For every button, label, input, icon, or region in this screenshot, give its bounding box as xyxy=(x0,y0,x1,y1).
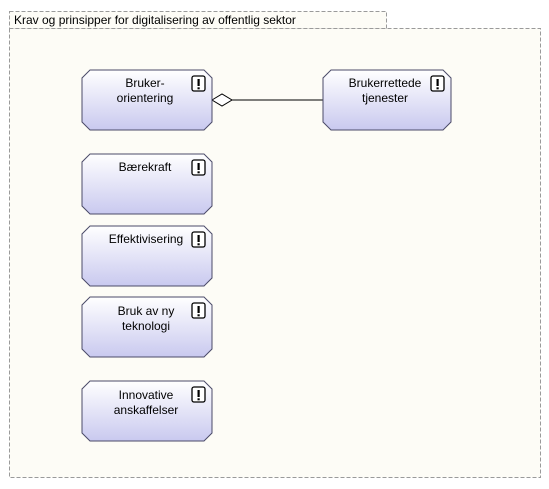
element-label: Bruk av ny xyxy=(118,304,175,318)
element-baerekraft[interactable]: Bærekraft xyxy=(81,153,213,215)
element-brukerrettede-tjenester[interactable]: Brukerrettede tjenester xyxy=(322,69,452,131)
exclamation-icon xyxy=(191,386,206,403)
element-label: orientering xyxy=(117,91,174,105)
element-innovative-anskaffelser[interactable]: Innovative anskaffelser xyxy=(81,380,213,442)
exclamation-icon xyxy=(191,75,206,92)
element-effektivisering[interactable]: Effektivisering xyxy=(81,225,213,287)
aggregation-diamond-icon xyxy=(211,93,233,107)
package-title: Krav og prinsipper for digitalisering av… xyxy=(14,13,296,27)
element-label: Effektivisering xyxy=(109,232,183,246)
element-label: teknologi xyxy=(122,319,170,333)
exclamation-icon xyxy=(191,159,206,176)
element-label: Bruker- xyxy=(125,76,164,90)
exclamation-icon xyxy=(191,231,206,248)
element-label: anskaffelser xyxy=(114,403,178,417)
aggregation-connector[interactable] xyxy=(211,93,323,107)
exclamation-icon xyxy=(430,75,445,92)
element-label: Innovative xyxy=(119,388,174,402)
element-brukerorientering[interactable]: Bruker- orientering xyxy=(81,69,213,131)
element-bruk-av-ny-teknologi[interactable]: Bruk av ny teknologi xyxy=(81,296,213,358)
element-label: Brukerrettede xyxy=(349,76,422,90)
element-label: tjenester xyxy=(362,91,408,105)
element-label: Bærekraft xyxy=(119,160,172,174)
exclamation-icon xyxy=(191,302,206,319)
